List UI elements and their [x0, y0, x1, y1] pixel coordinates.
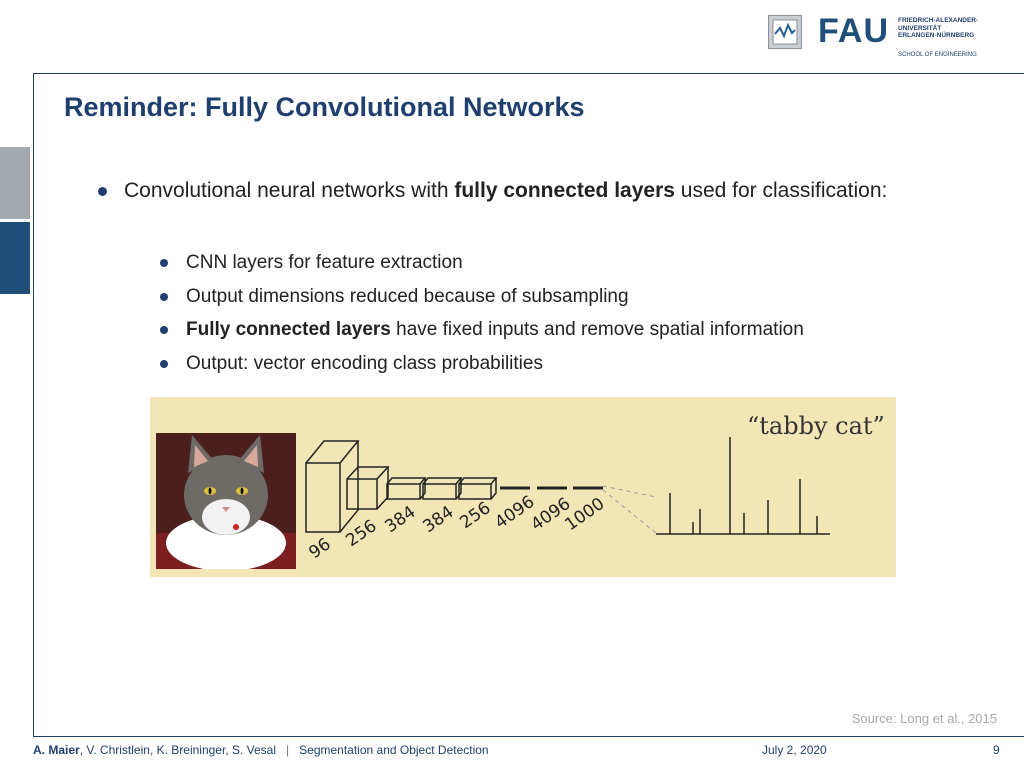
sub-bullet-text: Output dimensions reduced because of sub… [186, 286, 629, 307]
university-line-2: UNIVERSITÄT [898, 24, 942, 32]
side-tab-blue [0, 222, 30, 294]
projection-line [602, 489, 657, 534]
footer-separator: | [286, 743, 290, 757]
conv-layer-box-depth [305, 440, 360, 464]
bullet-dot [160, 259, 168, 267]
output-class-label: “tabby cat” [747, 412, 885, 440]
conv-layer-box [305, 462, 341, 533]
side-tab-gray [0, 147, 30, 219]
fau-logo: FAU [818, 12, 889, 50]
layer-label: 96 [305, 534, 334, 563]
layer-label: 1000 [561, 494, 608, 535]
university-name: FRIEDRICH-ALEXANDER- UNIVERSITÄT ERLANGE… [898, 17, 978, 40]
slide-frame [33, 73, 1024, 737]
source-citation: Source: Long et al., 2015 [851, 711, 997, 726]
footer-date: July 2, 2020 [762, 743, 827, 757]
footer-authors: A. Maier, V. Christlein, K. Breininger, … [33, 743, 489, 757]
sub-bullet-text: Output: vector encoding class probabilit… [186, 353, 543, 374]
main-bullet-text: Convolutional neural networks with fully… [124, 176, 938, 206]
bullet-dot [160, 326, 168, 334]
conv-layer-box [386, 483, 421, 500]
bullet-dot [160, 360, 168, 368]
conv-layer-box-side [339, 441, 359, 533]
footer-author: A. Maier [33, 743, 80, 757]
pattern-recognition-lab-logo-icon [768, 15, 802, 49]
conv-layer-box-depth [386, 477, 427, 485]
conv-layer-box-depth [458, 477, 498, 485]
conv-layer-box-depth [422, 477, 463, 485]
sub-bullet-text: Fully connected layers have fixed inputs… [186, 319, 804, 340]
layer-label: 4096 [491, 492, 538, 533]
conv-layer-box-depth [346, 466, 390, 480]
sub-bullet-text: CNN layers for feature extraction [186, 252, 463, 273]
layer-label: 256 [456, 498, 494, 533]
sub-bullet-3: Fully connected layers have fixed inputs… [160, 319, 804, 341]
conv-layer-box-side [490, 478, 497, 500]
conv-layer-box-side [455, 478, 462, 500]
projection-line [602, 485, 657, 498]
main-bullet-bold: fully connected layers [454, 179, 675, 202]
layer-label: 384 [381, 502, 419, 537]
conv-layer-box [422, 483, 457, 500]
bullet-dot [98, 187, 107, 196]
university-line-3: ERLANGEN-NÜRNBERG [898, 32, 975, 39]
sub-bullet-1: CNN layers for feature extraction [160, 252, 463, 274]
conv-layer-box-side [376, 467, 389, 510]
layer-label: 384 [419, 502, 457, 537]
footer-coauthors: , V. Christlein, K. Breininger, S. Vesal [79, 743, 277, 757]
footer-topic: Segmentation and Object Detection [299, 743, 489, 757]
school-name: SCHOOL OF ENGINEERING [898, 52, 977, 58]
cnn-figure: “tabby cat” 96 256 384 384 256 4096 4096… [150, 397, 896, 577]
bullet-dot [160, 293, 168, 301]
slide-title: Reminder: Fully Convolutional Networks [64, 92, 585, 122]
sub-bullet-4: Output: vector encoding class probabilit… [160, 353, 543, 375]
main-bullet-pre: Convolutional neural networks with [124, 179, 455, 202]
university-line-1: FRIEDRICH-ALEXANDER- [898, 17, 979, 24]
main-bullet: Convolutional neural networks with fully… [98, 176, 938, 206]
main-bullet-post: used for classification: [674, 179, 888, 202]
conv-layer-box [346, 478, 378, 510]
conv-layer-box [458, 483, 492, 500]
page-number: 9 [993, 743, 1000, 757]
sub-bullet-2: Output dimensions reduced because of sub… [160, 286, 629, 308]
conv-layer-box-side [419, 478, 426, 500]
cat-image [156, 433, 296, 569]
